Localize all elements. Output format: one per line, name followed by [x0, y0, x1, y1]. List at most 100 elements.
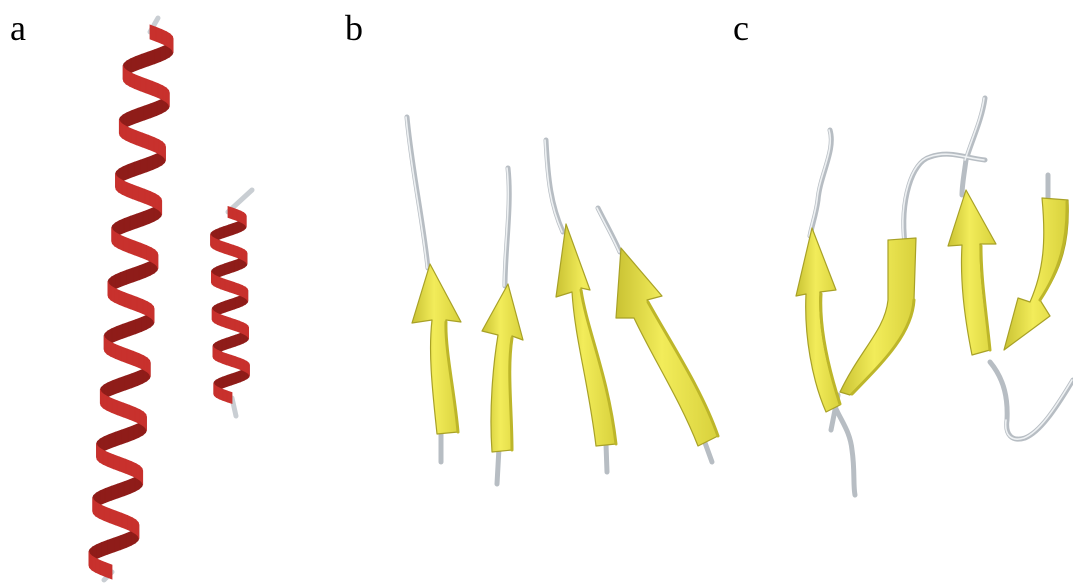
helix-ribbon-segment: [135, 241, 141, 257]
helix-ribbon-segment: [133, 185, 139, 201]
helix-ribbon-segment: [118, 234, 123, 250]
helix-ribbon-segment: [125, 374, 131, 390]
helix-ribbon-segment: [143, 210, 149, 226]
helix-ribbon-segment: [139, 354, 144, 370]
helix-ribbon-segment: [129, 320, 135, 336]
helix-ribbon-segment: [135, 318, 141, 334]
helix-ribbon-segment: [108, 538, 114, 554]
helix-ribbon-segment: [150, 25, 156, 41]
helix-ribbon-segment: [105, 486, 111, 502]
helix-ribbon-segment: [123, 237, 129, 253]
helix-ribbon-segment: [96, 558, 101, 574]
helix-ribbon-segment: [215, 312, 218, 325]
helix-ribbon-segment: [138, 106, 144, 122]
helix-ribbon-segment: [217, 276, 221, 289]
helix-ribbon-segment: [222, 352, 226, 365]
helix-ribbon-segment: [124, 480, 130, 496]
helix-ribbon-segment: [221, 278, 225, 291]
helix-ribbon-segment: [135, 75, 141, 91]
helix-ribbon-segment: [127, 349, 133, 365]
helix-ribbon-segment: [126, 70, 130, 86]
helix-ribbon-segment: [234, 282, 238, 295]
helix-ribbon-segment: [223, 389, 227, 402]
short-alpha-helix: [211, 190, 252, 416]
helix-ribbon-segment: [126, 126, 131, 142]
helix-ribbon-segment: [111, 286, 115, 302]
panel-b-strands: [406, 117, 718, 484]
helix-ribbon-segment: [117, 324, 123, 340]
helix-ribbon-segment: [153, 153, 158, 169]
helix-ribbon-segment: [137, 212, 143, 228]
helix-ribbon-segment: [143, 300, 148, 316]
beta-strand-4: [616, 248, 718, 446]
helix-ribbon-segment: [165, 144, 166, 160]
helix-ribbon-segment: [152, 81, 158, 97]
helix-ribbon-segment: [106, 563, 112, 579]
helix-ribbon-segment: [160, 45, 165, 61]
helix-ribbon-segment: [233, 222, 237, 235]
helix-ribbon-segment: [238, 247, 242, 260]
helix-ribbon-segment: [236, 371, 240, 384]
helix-ribbon-segment: [147, 156, 153, 172]
helix-ribbon-segment: [118, 178, 122, 194]
helix-ribbon-segment: [229, 261, 234, 274]
helix-ribbon-segment: [113, 378, 119, 394]
helix-ribbon-segment: [231, 335, 236, 348]
helix-ribbon-segment: [148, 135, 154, 151]
helix-ribbon-segment: [243, 323, 246, 336]
helix-ribbon-segment: [159, 140, 163, 156]
helix-ribbon-segment: [161, 198, 162, 214]
helix-ribbon-segment: [139, 187, 145, 203]
helix-ribbon-segment: [123, 165, 128, 181]
helix-ribbon-segment: [122, 513, 128, 529]
helix-ribbon-segment: [216, 239, 220, 252]
helix-ribbon-segment: [100, 489, 105, 505]
helix-ribbon-segment: [103, 394, 107, 410]
helix-ribbon-segment: [127, 183, 133, 199]
helix-ribbon-segment: [172, 36, 173, 52]
helix-ribbon-segment: [135, 408, 140, 424]
helix-ribbon-segment: [221, 301, 225, 314]
helix-ribbon-segment: [119, 219, 124, 235]
helix-ribbon-segment: [128, 426, 134, 442]
helix-ribbon-segment: [112, 327, 117, 343]
helix-ribbon-segment: [117, 401, 123, 417]
helix-ribbon-segment: [96, 502, 100, 518]
helix-ribbon-segment: [104, 435, 109, 451]
helix-ribbon-segment: [153, 306, 154, 322]
helix-ribbon-segment: [114, 455, 120, 471]
helix-ribbon-segment: [99, 448, 103, 464]
helix-ribbon-segment: [227, 374, 232, 387]
helix-ribbon-segment: [103, 450, 108, 466]
helix-ribbon-segment: [129, 239, 135, 255]
long-alpha-helix: [89, 18, 173, 580]
helix-ribbon-segment: [151, 248, 155, 264]
helix-ribbon-segment: [137, 297, 143, 313]
helix-ribbon-segment: [144, 104, 150, 120]
helix-ribbon-segment: [123, 403, 129, 419]
helix-ribbon-segment: [240, 358, 244, 371]
helix-ribbon-segment: [219, 388, 223, 401]
helix-ribbon-segment: [247, 289, 248, 302]
helix-ribbon-segment: [219, 227, 223, 240]
helix-ribbon-segment: [124, 216, 130, 232]
helix-ribbon-segment: [122, 428, 128, 444]
helix-ribbon-segment: [146, 79, 152, 95]
helix-ribbon-segment: [150, 360, 151, 376]
hairpin-strand-2: [840, 238, 916, 395]
helix-ribbon-segment: [132, 372, 138, 388]
helix-ribbon-segment: [130, 214, 136, 230]
helix-ribbon-segment: [224, 242, 229, 255]
helix-ribbon-segment: [130, 477, 135, 493]
helix-ribbon-segment: [146, 246, 151, 262]
helix-ribbon-segment: [228, 224, 233, 237]
helix-ribbon-segment: [92, 556, 96, 572]
helix-ribbon-segment: [214, 275, 217, 288]
helix-ribbon-segment: [220, 241, 224, 254]
helix-ribbon-segment: [131, 462, 136, 478]
helix-ribbon-segment: [248, 326, 249, 339]
helix-ribbon-segment: [154, 48, 160, 64]
helix-ribbon-segment: [134, 423, 139, 439]
helix-ribbon-segment: [140, 410, 144, 426]
helix-ribbon-segment: [109, 432, 115, 448]
